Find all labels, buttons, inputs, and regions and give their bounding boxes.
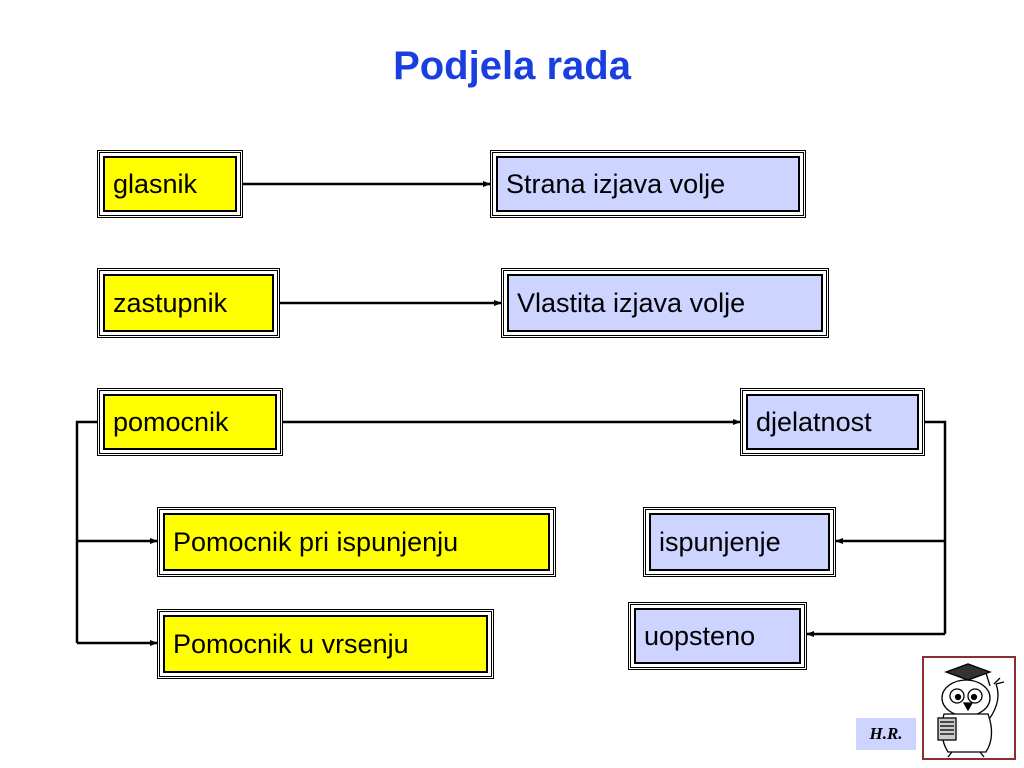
- author-badge: H.R.: [856, 718, 916, 750]
- box-uopsteno: uopsteno: [628, 602, 807, 670]
- box-ispunjenju-label: Pomocnik pri ispunjenju: [163, 513, 550, 571]
- box-zastupnik: zastupnik: [97, 268, 280, 338]
- box-pomocnik: pomocnik: [97, 388, 283, 456]
- box-glasnik-label: glasnik: [103, 156, 237, 212]
- box-djelatnost-label: djelatnost: [746, 394, 919, 450]
- box-pomocnik-pri-ispunjenju: Pomocnik pri ispunjenju: [157, 507, 556, 577]
- box-strana-izjava-volje: Strana izjava volje: [490, 150, 806, 218]
- box-vlastita-label: Vlastita izjava volje: [507, 274, 823, 332]
- box-vrsenju-label: Pomocnik u vrsenju: [163, 615, 488, 673]
- box-pomocnik-label: pomocnik: [103, 394, 277, 450]
- box-strana-label: Strana izjava volje: [496, 156, 800, 212]
- owl-professor-icon: [937, 663, 1005, 758]
- box-pomocnik-u-vrsenju: Pomocnik u vrsenju: [157, 609, 494, 679]
- page-title: Podjela rada: [393, 44, 631, 88]
- box-zastupnik-label: zastupnik: [103, 274, 274, 332]
- owl-logo-frame: [922, 656, 1016, 760]
- box-vlastita-izjava-volje: Vlastita izjava volje: [501, 268, 829, 338]
- right-bracket: [925, 420, 947, 634]
- box-djelatnost: djelatnost: [740, 388, 925, 456]
- box-ispunjenje-label: ispunjenje: [649, 513, 830, 571]
- left-bracket: [75, 420, 97, 643]
- box-ispunjenje: ispunjenje: [643, 507, 836, 577]
- box-glasnik: glasnik: [97, 150, 243, 218]
- box-uopsteno-label: uopsteno: [634, 608, 801, 664]
